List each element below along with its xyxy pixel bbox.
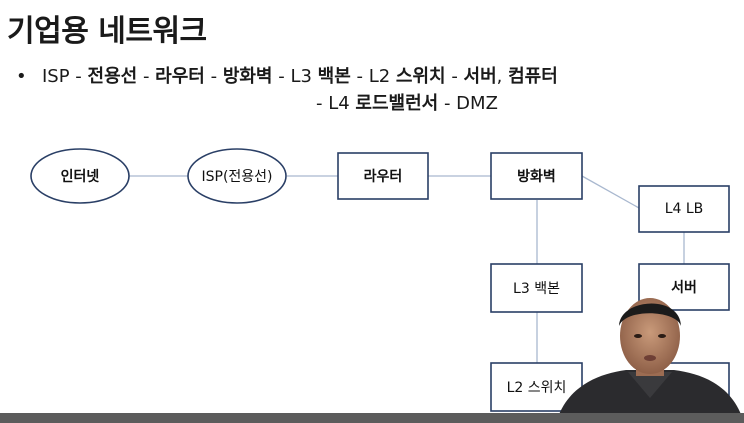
video-progress-bar xyxy=(0,413,744,423)
presenter-silhouette xyxy=(556,288,744,423)
node-isp-label: ISP(전용선) xyxy=(188,149,286,203)
connector-firewall-l4lb xyxy=(582,176,639,208)
node-router-label: 라우터 xyxy=(338,153,428,199)
presenter-video-overlay xyxy=(556,288,744,423)
node-firewall-label: 방화벽 xyxy=(491,153,582,199)
node-l4lb-label: L4 LB xyxy=(639,186,729,232)
node-internet-label: 인터넷 xyxy=(31,149,129,203)
